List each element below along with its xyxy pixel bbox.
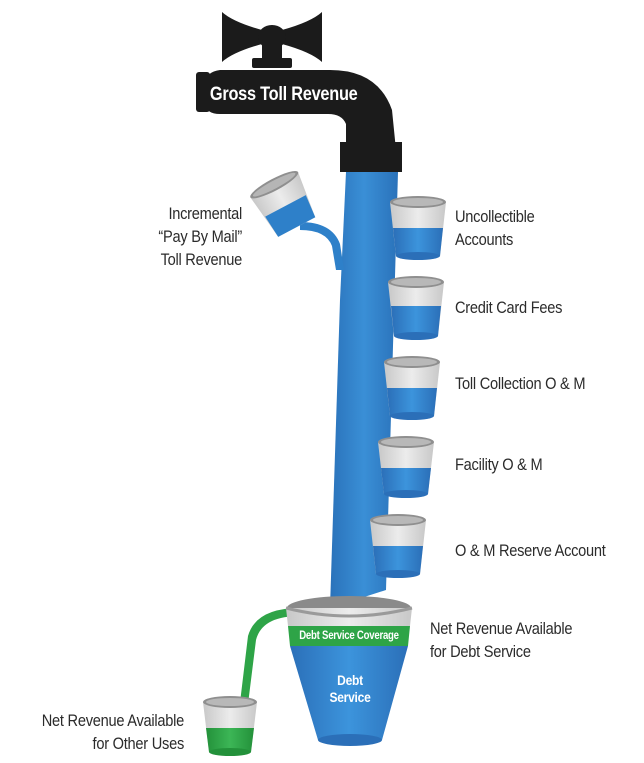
cup-label-toll-collection: Toll Collection O & M (455, 374, 586, 393)
debt-service-label-line1: Debt (337, 672, 363, 688)
coverage-label: Debt Service Coverage (299, 628, 399, 642)
cup-label-facility: Facility O & M (455, 455, 543, 474)
overflow-stream (236, 608, 300, 736)
debt-service-label-line2: Service (329, 689, 371, 705)
net-debt-label-line2: for Debt Service (430, 642, 531, 661)
net-debt-label-line1: Net Revenue Available (430, 619, 573, 638)
faucet-icon (196, 12, 402, 172)
incremental-label-line1: Incremental (168, 204, 242, 223)
cup-reserve-icon (370, 514, 426, 578)
net-other-label-line1: Net Revenue Available (41, 711, 185, 730)
cup-label-uncollectible-line1: Uncollectible (455, 207, 535, 226)
cup-credit-card-icon (388, 276, 444, 340)
cup-label-uncollectible-line2: Accounts (455, 230, 514, 249)
other-uses-cup-icon (203, 696, 257, 756)
incremental-cup-icon (250, 170, 344, 270)
cup-facility-icon (378, 436, 434, 498)
cup-uncollectible-icon (390, 196, 446, 260)
cup-label-credit-card: Credit Card Fees (455, 298, 563, 317)
cup-toll-collection-icon (384, 356, 440, 420)
faucet-label: Gross Toll Revenue (209, 84, 358, 105)
debt-service-bucket-icon (285, 596, 413, 746)
incremental-label-line3: Toll Revenue (160, 250, 243, 269)
revenue-stream (330, 172, 398, 608)
net-other-label-line2: for Other Uses (92, 734, 185, 753)
incremental-label-line2: “Pay By Mail” (158, 227, 242, 246)
cup-label-reserve: O & M Reserve Account (455, 541, 606, 560)
